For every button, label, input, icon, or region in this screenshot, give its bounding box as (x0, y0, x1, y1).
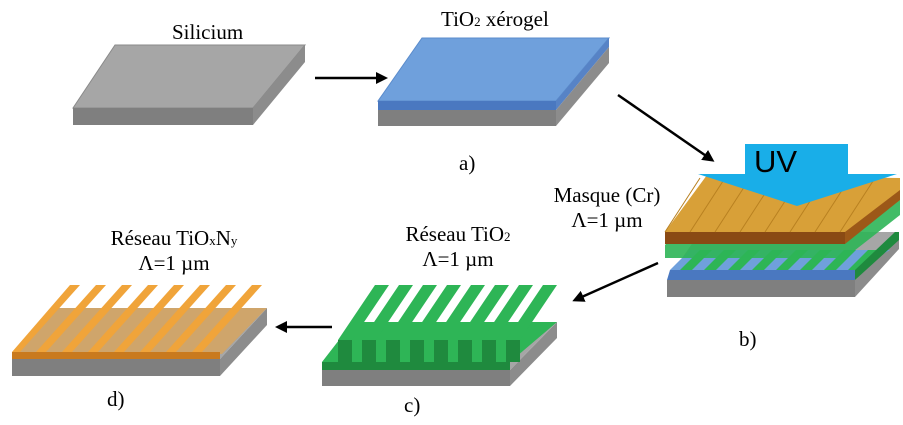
arrow-a-to-b (617, 93, 715, 162)
label-step-b: b) (739, 327, 757, 351)
tio2-grating-lines (338, 285, 557, 362)
silicon-wafer (72, 44, 307, 125)
label-step-a: a) (459, 151, 476, 175)
uv-arrow (698, 144, 897, 206)
xerogel-wafer (377, 37, 611, 126)
label-uv: UV (754, 144, 798, 179)
label-step-d: d) (107, 387, 125, 411)
label-tio2-xerogel: TiO2 xérogel (441, 7, 549, 31)
tioxny-grating (12, 285, 267, 376)
label-silicium: Silicium (172, 20, 244, 44)
label-step-c: c) (404, 393, 421, 417)
label-reseau-tio2: Réseau TiO2 Λ=1 µm (405, 222, 511, 271)
label-masque: Masque (Cr) Λ=1 µm (553, 183, 661, 232)
exposure-assembly (664, 144, 900, 297)
arrow-b-to-c (572, 261, 659, 302)
tioxny-grating-lines (12, 285, 262, 352)
tio2-grating (322, 285, 557, 386)
label-reseau-tioxny: Réseau TiOxNy Λ=1 µm (110, 226, 238, 275)
